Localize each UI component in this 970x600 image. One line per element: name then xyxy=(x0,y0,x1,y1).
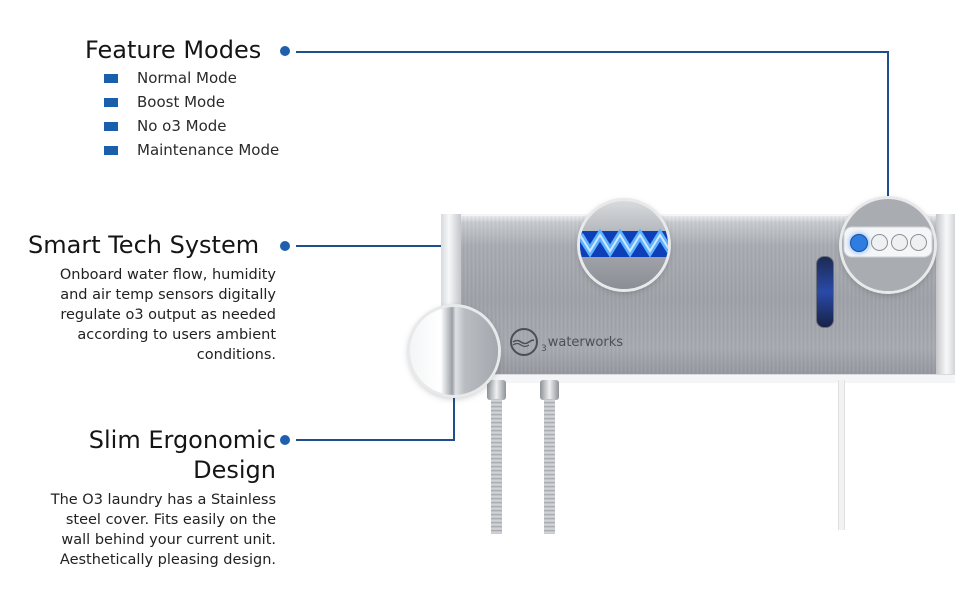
slim-design-dot xyxy=(280,435,290,445)
power-icon[interactable] xyxy=(850,234,868,252)
text-line: Aesthetically pleasing design. xyxy=(59,552,276,568)
maintenance-icon[interactable] xyxy=(910,234,927,251)
feature-modes-connector-h xyxy=(296,51,889,53)
text-line: wall behind your current unit. xyxy=(61,532,276,548)
slim-design-description: The O3 laundry has a Stainless steel cov… xyxy=(0,490,276,570)
smart-tech-dot xyxy=(280,241,290,251)
bullet-square-icon xyxy=(104,97,118,107)
bullet-square-icon xyxy=(104,73,118,83)
brand-name: waterworks xyxy=(547,334,624,350)
text-line: The O3 laundry has a Stainless xyxy=(50,492,276,508)
text-line: Onboard water flow, humidity xyxy=(59,267,276,283)
hose-right xyxy=(544,399,555,534)
hose-fitting-right xyxy=(540,380,559,400)
no-ozone-icon[interactable] xyxy=(891,234,908,251)
text-line: steel cover. Fits easily on the xyxy=(65,512,276,528)
feature-modes-connector-v xyxy=(887,51,889,201)
boost-icon[interactable] xyxy=(871,234,888,251)
mode-label: Boost Mode xyxy=(137,93,225,111)
led-magnifier xyxy=(580,201,668,289)
smart-tech-heading: Smart Tech System xyxy=(28,231,260,259)
mode-item-normal: Normal Mode xyxy=(104,67,237,89)
mode-label: No o3 Mode xyxy=(137,117,227,135)
brand-prefix: 3 xyxy=(541,344,547,354)
mode-item-boost: Boost Mode xyxy=(104,91,225,113)
mode-label: Normal Mode xyxy=(137,69,237,87)
mode-item-maintenance: Maintenance Mode xyxy=(104,139,279,161)
water-wave-icon xyxy=(510,328,538,356)
controls-magnifier xyxy=(842,199,934,291)
text-line: conditions. xyxy=(196,347,276,363)
slim-design-connector-h xyxy=(296,439,455,441)
led-strip-icon xyxy=(580,201,668,289)
text-line: according to users ambient xyxy=(77,327,276,343)
mode-item-no-o3: No o3 Mode xyxy=(104,115,227,137)
bullet-square-icon xyxy=(104,145,118,155)
bullet-square-icon xyxy=(104,121,118,131)
smart-tech-description: Onboard water flow, humidity and air tem… xyxy=(0,265,276,365)
text-line: and air temp sensors digitally xyxy=(60,287,276,303)
slim-design-connector-v xyxy=(453,395,455,441)
power-cord xyxy=(838,380,845,530)
heading-line: Design xyxy=(193,456,276,484)
smart-tech-connector xyxy=(296,245,581,247)
device-bottom-strip xyxy=(441,374,955,383)
device-brand-logo: 3 waterworks xyxy=(510,328,623,356)
mode-label: Maintenance Mode xyxy=(137,141,280,159)
device-endcap-right xyxy=(936,214,955,380)
slim-edge-magnifier xyxy=(410,307,498,395)
slim-design-heading: Slim Ergonomic Design xyxy=(20,425,276,485)
hose-left xyxy=(491,399,502,534)
feature-modes-dot xyxy=(280,46,290,56)
text-line: regulate o3 output as needed xyxy=(60,307,276,323)
hose-fitting-left xyxy=(487,380,506,400)
heading-line: Slim Ergonomic xyxy=(88,426,276,454)
device-sight-window xyxy=(816,256,834,328)
feature-modes-heading: Feature Modes xyxy=(85,36,262,64)
